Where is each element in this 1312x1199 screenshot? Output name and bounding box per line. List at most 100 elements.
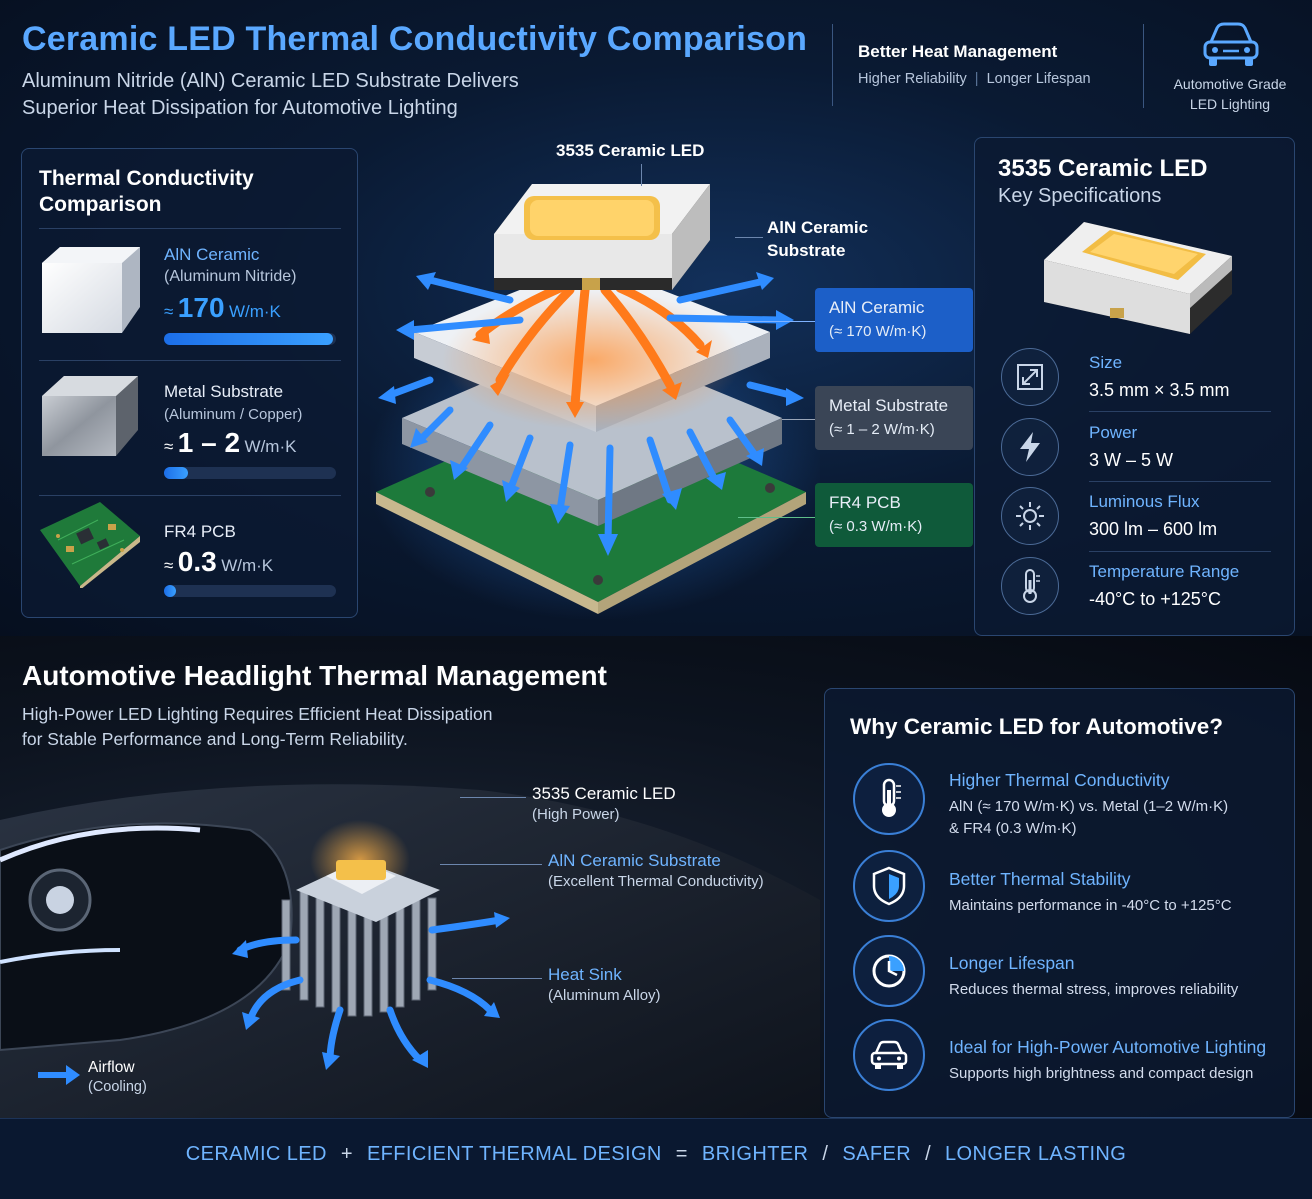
lightning-icon bbox=[1001, 418, 1059, 476]
spec-power-value: 3 W – 5 W bbox=[1089, 450, 1174, 470]
comparison-title-line-2: Comparison bbox=[39, 193, 162, 216]
headlight-heatsink-sub: (Aluminum Alloy) bbox=[548, 987, 661, 1004]
spec-size-value: 3.5 mm × 3.5 mm bbox=[1089, 380, 1230, 400]
spec-size: Size 3.5 mm × 3.5 mm bbox=[1089, 353, 1230, 401]
comparison-title-line-1: Thermal Conductivity bbox=[39, 167, 254, 190]
footer-op-3: / bbox=[822, 1143, 829, 1165]
headlight-heatsink-line bbox=[452, 978, 542, 979]
callout-metal-line bbox=[782, 419, 815, 420]
callout-fr4-label: FR4 PCB bbox=[829, 493, 901, 512]
fr4-value: 0.3 bbox=[177, 546, 217, 577]
comparison-item-metal: Metal Substrate (Aluminum / Copper) ≈ 1 … bbox=[164, 382, 302, 459]
metal-sublabel: (Aluminum / Copper) bbox=[164, 406, 303, 423]
fr4-approx: ≈ bbox=[164, 556, 174, 575]
why-conductivity-desc-1: AlN (≈ 170 W/m·K) vs. Metal (1–2 W/m·K) bbox=[949, 798, 1229, 815]
resize-icon bbox=[1001, 348, 1059, 406]
comparison-item-aln: AlN Ceramic (Aluminum Nitride) ≈ 170 W/m… bbox=[164, 245, 296, 324]
badge-line-1: Automotive Grade bbox=[1173, 76, 1287, 92]
headlight-led-name: 3535 Ceramic LED bbox=[532, 784, 676, 803]
header-divider-2 bbox=[1143, 24, 1144, 108]
spec-led-image bbox=[1040, 216, 1236, 345]
callout-fr4-line bbox=[738, 517, 815, 518]
airflow-label: Airflow bbox=[88, 1059, 135, 1076]
headlight-heatsink-name: Heat Sink bbox=[548, 965, 622, 984]
specs-title: 3535 Ceramic LED bbox=[998, 155, 1208, 182]
why-item-conductivity: Higher Thermal Conductivity AlN (≈ 170 W… bbox=[949, 770, 1228, 840]
fr4-pcb-thumbnail bbox=[38, 500, 142, 593]
fr4-bar-fill bbox=[164, 585, 177, 597]
footer-part-1: CERAMIC LED bbox=[185, 1143, 327, 1165]
aln-bar-track bbox=[164, 333, 336, 345]
heat-management-item-2: Longer Lifespan bbox=[986, 71, 1091, 87]
aln-sublabel: (Aluminum Nitride) bbox=[164, 268, 297, 285]
headlight-substrate-sub: (Excellent Thermal Conductivity) bbox=[548, 873, 764, 890]
subtitle-line-2: Superior Heat Dissipation for Automotive… bbox=[22, 97, 458, 119]
spec-flux-label: Luminous Flux bbox=[1089, 492, 1200, 511]
headlight-desc-line-2: for Stable Performance and Long-Term Rel… bbox=[22, 729, 408, 749]
why-lifespan-desc: Reduces thermal stress, improves reliabi… bbox=[949, 981, 1239, 998]
aln-bar-fill bbox=[164, 333, 333, 345]
metal-substrate-thumbnail bbox=[38, 370, 142, 465]
footer-op-2: = bbox=[675, 1143, 688, 1165]
metal-label: Metal Substrate bbox=[164, 382, 284, 401]
headlight-label-substrate: AlN Ceramic Substrate (Excellent Thermal… bbox=[548, 851, 764, 890]
footer-background bbox=[0, 1118, 1312, 1199]
heat-management-title: Better Heat Management bbox=[858, 42, 1058, 61]
fr4-unit: W/m·K bbox=[221, 556, 274, 575]
car-icon bbox=[1199, 20, 1263, 73]
headlight-led-sub: (High Power) bbox=[532, 806, 620, 823]
layer-stack-diagram bbox=[365, 170, 825, 635]
aln-value: 170 bbox=[177, 292, 225, 323]
why-conductivity-title: Higher Thermal Conductivity bbox=[949, 770, 1170, 790]
metal-unit: W/m·K bbox=[244, 437, 297, 456]
footer-part-2: EFFICIENT THERMAL DESIGN bbox=[366, 1143, 662, 1165]
headlight-label-led: 3535 Ceramic LED (High Power) bbox=[532, 784, 676, 823]
why-car-icon bbox=[853, 1019, 925, 1091]
airflow-legend: Airflow (Cooling) bbox=[88, 1059, 147, 1095]
spec-size-label: Size bbox=[1089, 353, 1123, 372]
callout-aln-sub: (≈ 170 W/m·K) bbox=[829, 323, 927, 340]
why-lifespan-title: Longer Lifespan bbox=[949, 953, 1075, 973]
substrate-label: AlN Ceramic Substrate bbox=[767, 216, 868, 262]
headlight-label-heatsink: Heat Sink (Aluminum Alloy) bbox=[548, 965, 661, 1004]
spec-temp-label: Temperature Range bbox=[1089, 562, 1240, 581]
why-thermometer-icon bbox=[853, 763, 925, 835]
spec-flux: Luminous Flux 300 lm – 600 lm bbox=[1089, 492, 1217, 540]
spec-flux-value: 300 lm – 600 lm bbox=[1089, 519, 1218, 539]
why-item-lifespan: Longer Lifespan Reduces thermal stress, … bbox=[949, 953, 1238, 1001]
metal-value-row: ≈ 1 – 2 W/m·K bbox=[164, 427, 302, 459]
why-high-power-desc: Supports high brightness and compact des… bbox=[949, 1065, 1254, 1082]
automotive-grade-badge: Automotive Grade LED Lighting bbox=[1160, 74, 1300, 114]
why-item-high-power: Ideal for High-Power Automotive Lighting… bbox=[949, 1037, 1266, 1085]
comparison-divider-3 bbox=[39, 495, 341, 496]
footer-op-1: + bbox=[340, 1143, 353, 1165]
specs-header: 3535 Ceramic LED Key Specifications bbox=[998, 155, 1207, 208]
metal-value: 1 – 2 bbox=[177, 427, 241, 458]
callout-metal: Metal Substrate (≈ 1 – 2 W/m·K) bbox=[815, 386, 973, 450]
why-title: Why Ceramic LED for Automotive? bbox=[850, 714, 1223, 739]
metal-approx: ≈ bbox=[164, 437, 174, 456]
callout-fr4-sub: (≈ 0.3 W/m·K) bbox=[829, 518, 923, 535]
comparison-item-fr4: FR4 PCB ≈ 0.3 W/m·K bbox=[164, 522, 273, 578]
spec-divider-1 bbox=[1089, 411, 1271, 412]
heat-management-separator: | bbox=[974, 71, 979, 87]
fr4-label: FR4 PCB bbox=[164, 522, 236, 541]
spec-temp-value: -40°C to +125°C bbox=[1089, 589, 1221, 609]
clock-icon bbox=[853, 935, 925, 1007]
footer-part-3: BRIGHTER bbox=[701, 1143, 809, 1165]
spec-power-label: Power bbox=[1089, 423, 1138, 442]
aln-ceramic-thumbnail bbox=[38, 245, 142, 340]
shield-icon bbox=[853, 850, 925, 922]
substrate-label-line bbox=[735, 237, 763, 238]
headlight-substrate-name: AlN Ceramic Substrate bbox=[548, 851, 721, 870]
substrate-label-line-1: AlN Ceramic bbox=[767, 218, 869, 237]
footer-part-5: LONGER LASTING bbox=[945, 1143, 1127, 1165]
badge-line-2: LED Lighting bbox=[1189, 96, 1271, 112]
heat-management-item-1: Higher Reliability bbox=[858, 71, 967, 87]
aln-label: AlN Ceramic bbox=[164, 245, 260, 264]
fr4-value-row: ≈ 0.3 W/m·K bbox=[164, 546, 273, 578]
metal-bar-track bbox=[164, 467, 336, 479]
why-item-stability: Better Thermal Stability Maintains perfo… bbox=[949, 869, 1232, 917]
headlight-led-line bbox=[460, 797, 526, 798]
why-stability-desc: Maintains performance in -40°C to +125°C bbox=[949, 897, 1232, 914]
